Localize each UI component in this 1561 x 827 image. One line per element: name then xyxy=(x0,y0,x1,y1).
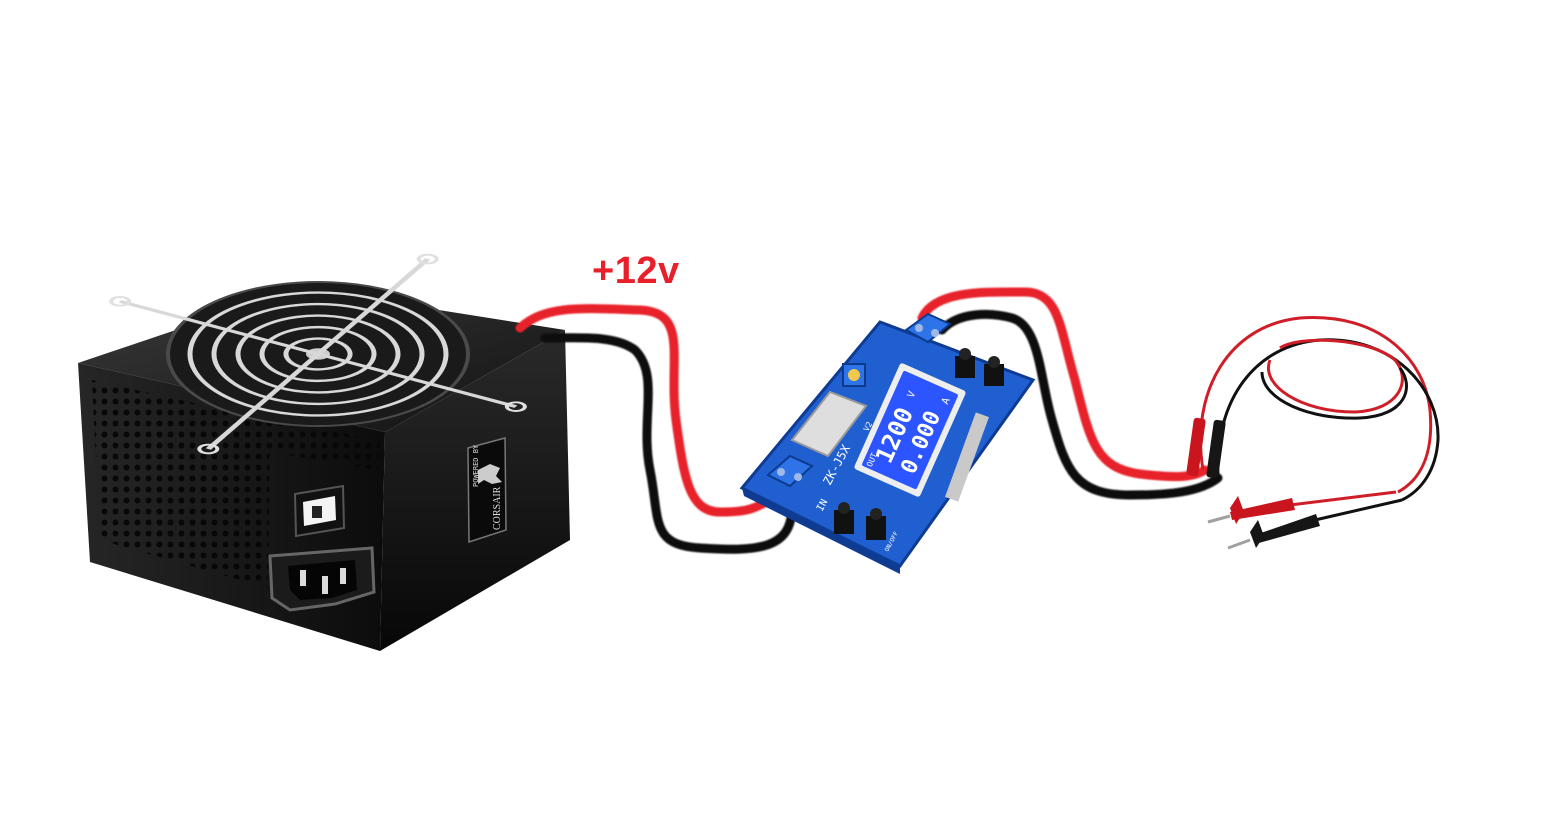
negative-wire-input xyxy=(545,338,792,549)
probe-red-coil xyxy=(1201,317,1431,492)
probe-red-coil-inner xyxy=(1268,340,1402,412)
potentiometer-icon xyxy=(843,364,865,386)
voltage-label: +12v xyxy=(592,250,680,293)
psu-brand-text: CORSAIR xyxy=(492,486,503,530)
rocker-switch-icon xyxy=(295,486,344,536)
psu-brand-badge: POWERED BY CORSAIR xyxy=(468,438,506,542)
power-supply-unit: POWERED BY CORSAIR xyxy=(78,254,570,651)
multimeter-probe-icon xyxy=(1186,317,1438,548)
probe-black-coil xyxy=(1218,340,1438,500)
